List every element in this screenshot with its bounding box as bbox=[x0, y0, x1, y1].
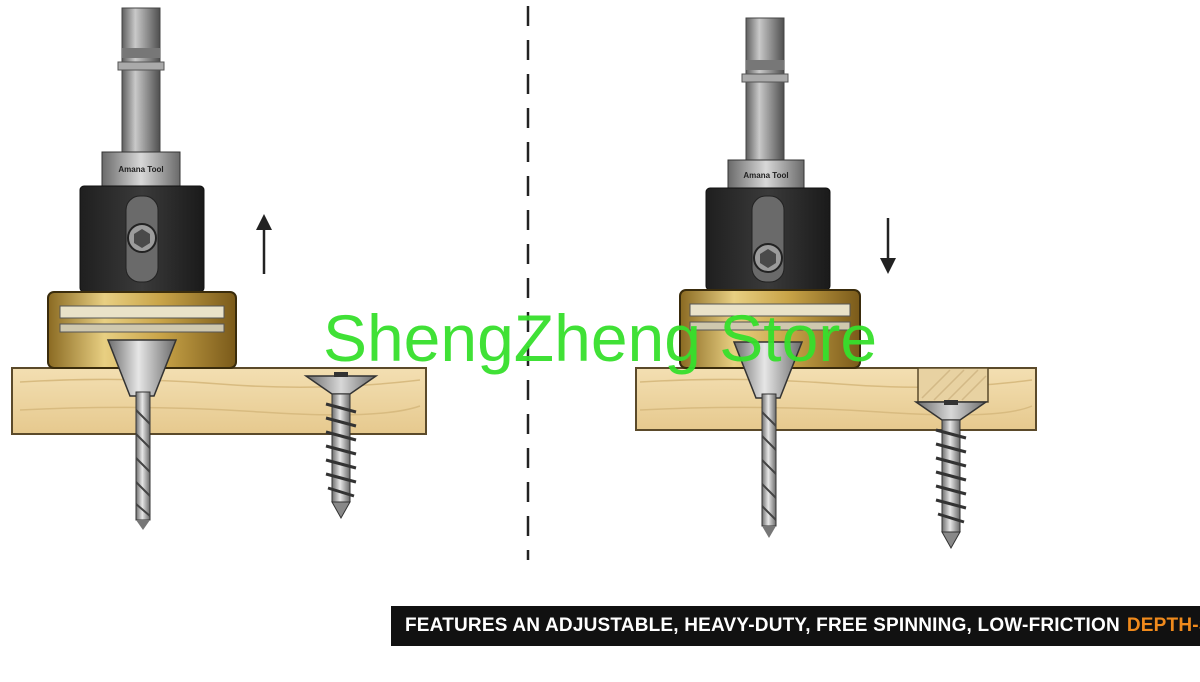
brand-band-left bbox=[101, 151, 181, 187]
brand-label-left: Amana Tool bbox=[118, 165, 163, 174]
right-scene: Amana Tool bbox=[635, 17, 1037, 550]
arrow-down-icon bbox=[880, 218, 896, 274]
banner-accent-text: DEPTH-STOP bbox=[1126, 615, 1200, 636]
left-scene: Amana Tool bbox=[11, 7, 427, 530]
feature-banner: FEATURES AN ADJUSTABLE, HEAVY-DUTY, FREE… bbox=[391, 606, 1200, 646]
arrow-up-icon bbox=[256, 214, 272, 274]
hex-shank-left bbox=[121, 7, 161, 157]
wood-screw-left bbox=[303, 372, 379, 520]
wood-screw-right bbox=[913, 400, 989, 550]
brand-label-right: Amana Tool bbox=[743, 171, 788, 180]
hex-shank-right bbox=[745, 17, 785, 167]
banner-main-text: FEATURES AN ADJUSTABLE, HEAVY-DUTY, FREE… bbox=[405, 615, 1120, 636]
